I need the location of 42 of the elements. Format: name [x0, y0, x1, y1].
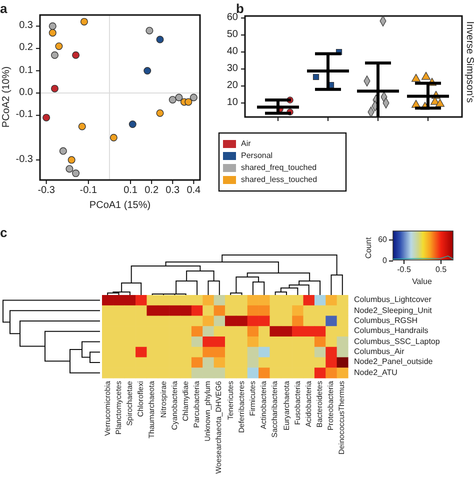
- panel-label: c: [0, 226, 8, 239]
- tick-label: 40: [226, 47, 238, 57]
- tick-label: -0.3: [16, 154, 33, 165]
- tick-label: 10: [226, 98, 238, 108]
- tick-label: 30: [226, 64, 238, 74]
- tick-label: 0.2: [144, 186, 159, 196]
- tick-label: -0.5: [397, 266, 411, 274]
- row-label: Node2_Sleeping_Unit: [354, 306, 432, 315]
- tick-label: 0: [382, 257, 387, 265]
- axis-title: PCoA2 (10%): [2, 66, 12, 128]
- legend-text: Personal: [241, 152, 273, 160]
- row-label: Columbus_Handrails: [354, 327, 428, 336]
- axis-title: Inverse Simpson's: [464, 21, 474, 103]
- axis-title: Count: [365, 237, 373, 259]
- tick-label: 0.3: [19, 21, 33, 32]
- tick-label: 0.1: [124, 186, 138, 196]
- tick-label: 0.1: [19, 66, 33, 76]
- row-label: Columbus_SSC_Laptop: [354, 338, 440, 346]
- row-label: Node2_ATU: [354, 368, 398, 377]
- row-label: Columbus_RGSH: [354, 316, 418, 325]
- tick-label: 0.2: [19, 43, 33, 54]
- tick-label: 20: [226, 81, 238, 91]
- tick-label: -0.3: [38, 186, 55, 196]
- row-label: Columbus_Lightcover: [354, 296, 432, 304]
- tick-label: 50: [226, 30, 238, 40]
- tick-label: 0.0: [19, 88, 33, 98]
- legend-text: shared_less_touched: [241, 176, 318, 184]
- tick-label: 0.5: [435, 266, 447, 274]
- row-label: Node2_Panel_outside: [354, 358, 433, 366]
- tick-label: 60: [378, 236, 387, 244]
- row-label: Columbus_Air: [354, 348, 404, 356]
- panel-label: a: [0, 2, 8, 15]
- tick-label: 60: [226, 13, 238, 23]
- panel-label: b: [236, 2, 244, 15]
- axis-title: Value: [412, 278, 432, 286]
- tick-label: 0.4: [186, 186, 201, 196]
- tick-label: 0.3: [166, 186, 180, 196]
- legend-text: shared_freq_touched: [241, 164, 317, 172]
- legend-text: Air: [241, 140, 251, 148]
- tick-label: -0.1: [16, 110, 33, 120]
- axis-title: PCoA1 (15%): [89, 201, 151, 211]
- tick-label: -0.1: [80, 186, 98, 196]
